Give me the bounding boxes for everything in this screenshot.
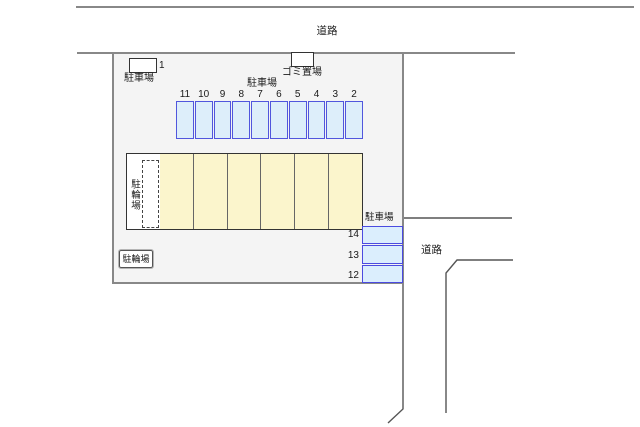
- stall-number: 14: [347, 229, 359, 240]
- parking-stall: [307, 101, 326, 139]
- stall-number: 13: [347, 250, 359, 261]
- parking-stall: [232, 101, 251, 139]
- parking-stall: [362, 226, 403, 245]
- parking-space-1-box: [129, 58, 157, 73]
- garbage-station-label: ゴミ置場: [282, 67, 322, 78]
- stall-number: 11: [179, 89, 191, 100]
- stall-number: 8: [238, 89, 245, 100]
- road-edge-line: [445, 259, 513, 413]
- yellow-stall: [328, 154, 362, 229]
- garbage-station-box: [291, 52, 314, 67]
- road-edge-line: [387, 283, 404, 424]
- bicycle-parking-box: 駐輪場: [118, 249, 154, 269]
- stall-number: 4: [313, 89, 320, 100]
- parking-stall: [362, 245, 403, 264]
- main-lot-label: 駐車場: [247, 78, 277, 89]
- bicycle-parking-section: 駐輪場: [127, 154, 160, 229]
- road-top-outer-line: [76, 6, 634, 8]
- yellow-stall: [226, 154, 261, 229]
- stall-number: 7: [257, 89, 263, 100]
- stall-number-row: 11 10 9 8 7 6 5 4 3 2: [176, 89, 363, 101]
- road-right-label: 道路: [421, 244, 442, 256]
- parking-space-1-label: 駐車場: [124, 73, 154, 84]
- stall-column: [362, 226, 403, 283]
- parking-stall: [251, 101, 269, 139]
- parking-stall: [194, 101, 213, 139]
- yellow-stall-block: 駐輪場: [126, 153, 363, 230]
- stall-number: 6: [276, 89, 282, 100]
- yellow-stall: [160, 154, 193, 229]
- yellow-stall: [260, 154, 295, 229]
- stall-number: 10: [198, 89, 210, 100]
- road-top-label: 道路: [316, 25, 338, 37]
- parking-space-1-number: 1: [159, 60, 165, 71]
- parking-stall: [326, 101, 345, 139]
- stall-number: 2: [351, 89, 357, 100]
- parking-stall: [213, 101, 232, 139]
- parking-stall: [345, 101, 363, 139]
- stall-number: 9: [219, 89, 226, 100]
- stall-row: [176, 101, 363, 139]
- parking-stall: [362, 264, 403, 283]
- stall-number: 12: [347, 270, 359, 281]
- stall-number: 3: [332, 89, 339, 100]
- parking-stall: [176, 101, 194, 139]
- yellow-stall: [192, 154, 227, 229]
- parking-stall: [288, 101, 307, 139]
- parking-stall: [269, 101, 288, 139]
- stall-number: 5: [294, 89, 301, 100]
- bicycle-parking-vertical-label: 駐輪場: [129, 179, 140, 211]
- yellow-stall: [294, 154, 329, 229]
- right-lot-label: 駐車場: [365, 212, 394, 223]
- bicycle-parking-dashed-outline: [142, 160, 159, 228]
